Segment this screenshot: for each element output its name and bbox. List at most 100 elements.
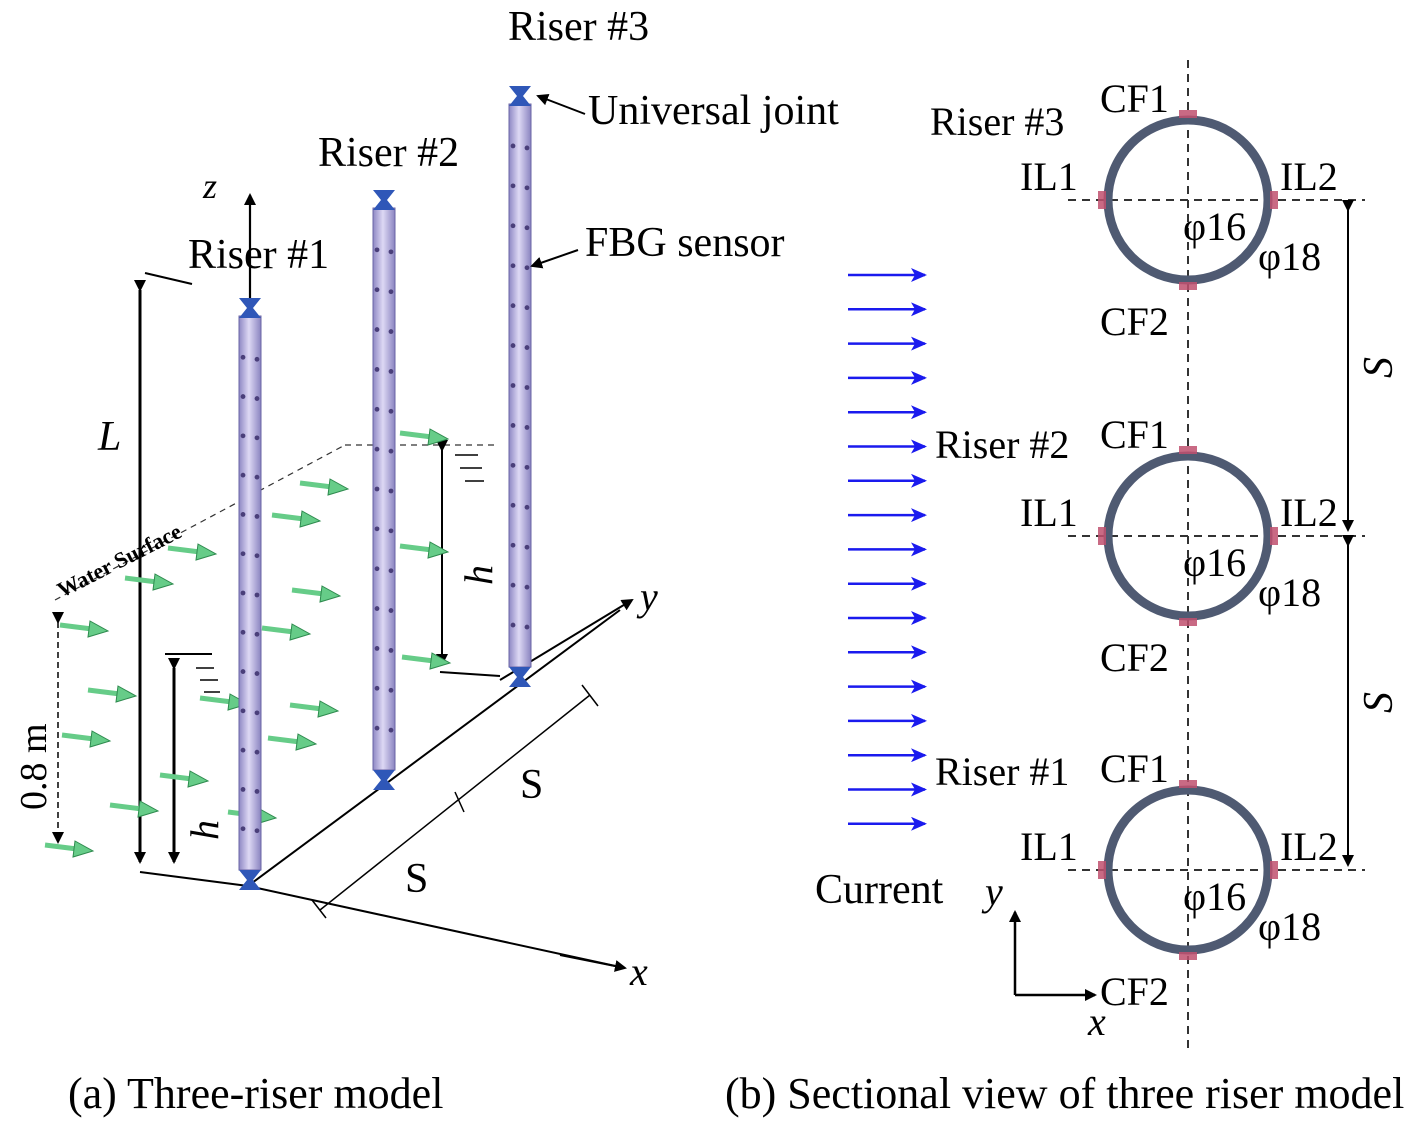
x-axis-arrow: [559, 954, 627, 972]
fbg-sensor: [388, 608, 394, 613]
il2-label: IL2: [1280, 154, 1338, 199]
riser-label-3: Riser #3: [508, 4, 649, 50]
fbg-sensor: [510, 622, 516, 628]
cf1-label: CF1: [1100, 412, 1169, 457]
cf1-label: CF1: [1100, 76, 1169, 121]
water-surface-label: Water Surface: [53, 518, 186, 602]
outer-diameter-label: φ18: [1258, 234, 1321, 279]
axis-label-z: z: [202, 166, 217, 206]
inner-diameter-label: φ16: [1183, 204, 1246, 249]
flow-arrow: [109, 800, 160, 818]
riser-label-1: Riser #1: [188, 232, 329, 278]
length-label: L: [97, 414, 121, 460]
fbg-sensor: [524, 225, 530, 231]
riser-2: [372, 190, 396, 790]
flow-arrow: [299, 478, 350, 496]
outer-diameter-label: φ18: [1258, 904, 1321, 949]
fbg-sensor: [240, 433, 246, 439]
fbg-sensor: [254, 396, 260, 401]
strain-sensor-pad: [1098, 861, 1106, 879]
il2-label: IL2: [1280, 490, 1338, 535]
fbg-sensor: [374, 526, 380, 532]
fbg-sensor: [388, 488, 394, 494]
fbg-sensor: [510, 303, 516, 309]
strain-sensor-pad: [1179, 110, 1197, 118]
flow-arrow: [271, 510, 322, 528]
sensor-callout-label: FBG sensor: [585, 220, 785, 266]
fbg-sensor: [510, 343, 516, 348]
flow-arrow: [124, 573, 175, 591]
joint-callout-arrow: [536, 93, 586, 115]
fbg-sensor: [388, 687, 394, 693]
flow-arrow: [261, 623, 312, 641]
flow-arrow: [59, 620, 110, 638]
fbg-sensor: [524, 305, 530, 311]
fbg-sensor: [524, 185, 530, 191]
spacing-label-a: S: [405, 856, 428, 902]
fbg-sensor: [388, 289, 394, 295]
fbg-sensor: [240, 394, 246, 399]
flow-arrow: [61, 730, 112, 748]
fbg-sensor: [510, 423, 516, 428]
fbg-sensor: [510, 582, 516, 588]
fbg-sensor: [240, 512, 246, 517]
fbg-sensor: [388, 568, 394, 574]
riser-label-2: Riser #2: [318, 130, 459, 176]
fbg-sensor: [240, 354, 246, 360]
fbg-sensor: [524, 145, 530, 151]
strain-sensor-pad: [1179, 780, 1197, 788]
fbg-sensor: [510, 502, 516, 508]
strain-sensor-pad: [1270, 527, 1278, 545]
fbg-sensor: [254, 474, 260, 480]
fbg-sensor: [254, 592, 260, 598]
cf2-label: CF2: [1100, 969, 1169, 1014]
depth-label-b: h: [456, 565, 501, 585]
flow-arrow: [267, 733, 318, 751]
fbg-sensor: [254, 749, 260, 755]
fbg-sensor: [388, 408, 394, 414]
fbg-sensor: [374, 685, 380, 691]
flow-arrow: [289, 700, 340, 718]
spacing-dimension: [311, 684, 599, 919]
fbg-sensor: [524, 624, 530, 630]
fbg-sensor: [240, 629, 246, 635]
depth-dimension-a: [165, 653, 220, 864]
caption-a: (a) Three-riser model: [68, 1069, 443, 1118]
fbg-sensor: [240, 590, 246, 596]
fbg-sensor: [374, 247, 380, 253]
height-label: 0.8 m: [13, 723, 55, 810]
sensor-callout-arrow: [530, 249, 579, 269]
section-riser-label: Riser #1: [935, 749, 1069, 794]
fbg-sensor: [240, 551, 246, 557]
fbg-sensor: [510, 383, 516, 388]
fbg-sensor: [374, 646, 380, 651]
fbg-sensor: [388, 369, 394, 374]
fbg-sensor: [374, 287, 380, 293]
fbg-sensor: [254, 435, 260, 441]
fbg-sensor: [374, 367, 380, 372]
fbg-sensor: [524, 584, 530, 590]
fbg-sensor: [374, 327, 380, 332]
fbg-sensor: [240, 787, 246, 792]
fbg-sensor: [254, 828, 260, 834]
flow-arrow: [87, 685, 138, 703]
riser-1: [238, 298, 262, 890]
flow-arrow: [399, 428, 450, 446]
strain-sensor-pad: [1270, 861, 1278, 879]
flow-arrow: [291, 585, 342, 603]
section-spacing-label-1: S: [1356, 357, 1402, 378]
section-axes: [1009, 910, 1097, 1001]
fbg-sensor: [524, 464, 530, 470]
strain-sensor-pad: [1179, 282, 1197, 290]
cf1-label: CF1: [1100, 746, 1169, 791]
fbg-sensor: [374, 486, 380, 492]
section-spacing-label-2: S: [1356, 692, 1402, 713]
fbg-sensor: [254, 553, 260, 559]
strain-sensor-pad: [1179, 446, 1197, 454]
fbg-sensor: [254, 514, 260, 519]
fbg-sensor: [240, 708, 246, 714]
fbg-sensor: [374, 406, 380, 412]
current-label: Current: [815, 867, 944, 913]
